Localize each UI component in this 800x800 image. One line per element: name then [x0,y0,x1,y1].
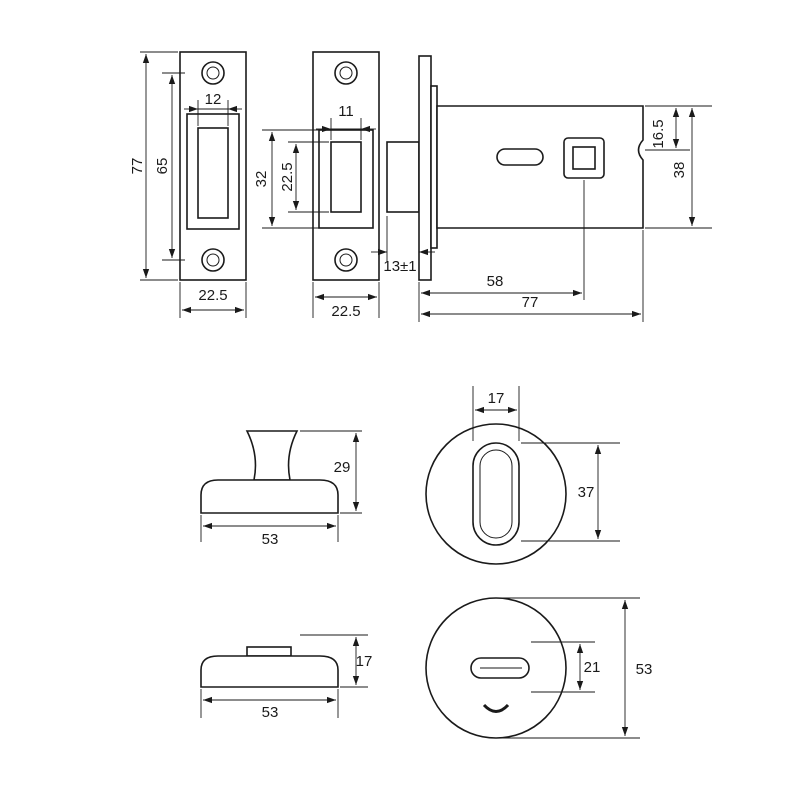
release-spindle [246,646,292,657]
latch-body-view: 13±1 58 77 16.5 38 [371,55,712,322]
release-indicator-arc [482,703,510,713]
thumbturn-knob [245,430,299,481]
thumbturn-front-view: 17 37 [425,386,620,565]
thumbturn-width-label: 53 [262,531,279,548]
thumbturn-side-view: 29 53 [200,430,362,548]
latch-body-height-label: 38 [671,162,688,179]
strike-slot-width-label: 12 [205,91,222,108]
forend-outer-height-label: 32 [253,171,270,188]
forend-bottom-screw-hole [334,248,358,272]
latch-body-slot [496,148,544,166]
strike-slot-height-label: 65 [154,158,171,175]
forend-top-screw-hole [334,61,358,85]
latch-bolt [386,141,420,213]
latch-projection-label: 13±1 [383,258,416,275]
thumbturn-rose [200,479,339,514]
thumbturn-slot-height-label: 37 [578,484,595,501]
release-diameter-label: 53 [636,661,653,678]
thumbturn-height-label: 29 [334,459,351,476]
strike-slot [197,127,229,219]
release-rose [200,655,339,688]
latch-length-label: 77 [522,294,539,311]
thumbturn-oval-outer [472,442,520,546]
strike-bottom-screw-hole [201,248,225,272]
latch-case [436,105,644,229]
latch-faceplate-step [430,85,438,249]
spindle-square-icon [572,146,596,170]
release-front-view: 21 53 [425,597,653,739]
forend-slot-width-label: 11 [338,103,354,120]
release-side-view: 17 53 [200,634,373,721]
thumbturn-oval-inner [479,449,513,539]
thumbturn-slot-width-label: 17 [488,390,505,407]
latch-hole-offset-label: 16.5 [650,119,667,148]
latch-backset-label: 58 [487,273,504,290]
forend-bolt-slot [330,141,362,213]
latch-faceplate [418,55,432,281]
forend-bolt-height-label: 22.5 [279,162,296,191]
strike-plate-view: 77 65 12 22.5 [129,51,247,318]
release-height-label: 17 [356,653,373,670]
forend-view: 11 32 22.5 22.5 [253,51,380,320]
release-width-label: 53 [262,704,279,721]
forend-width-label: 22.5 [331,303,360,320]
strike-top-screw-hole [201,61,225,85]
release-slot-label: 21 [584,659,601,676]
strike-width-label: 22.5 [198,287,227,304]
strike-height-label: 77 [129,158,146,175]
